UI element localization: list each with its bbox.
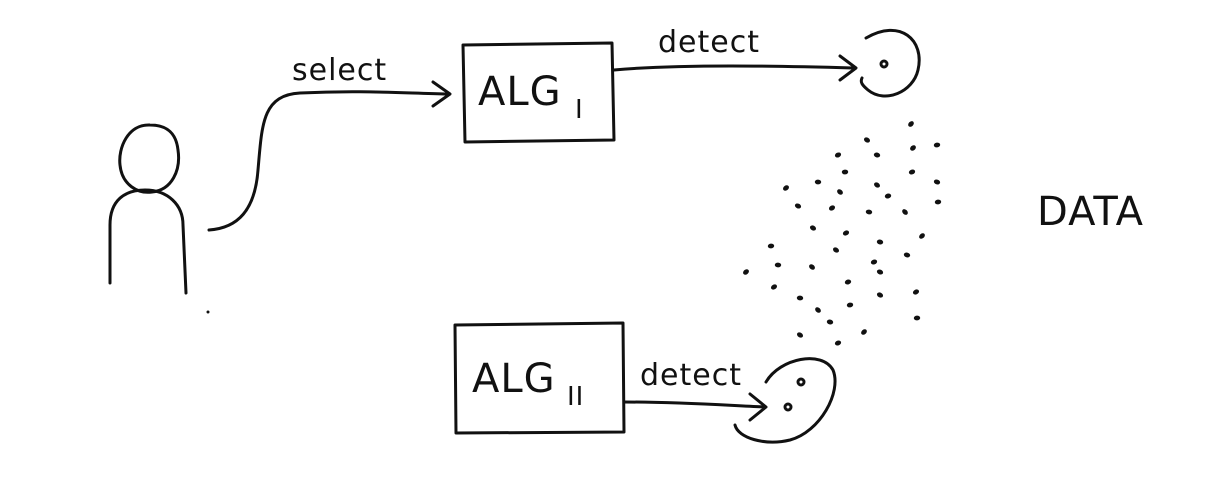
alg2-box — [453, 321, 626, 435]
data-point — [902, 209, 908, 215]
data-point — [844, 279, 852, 285]
data-point-cloud — [743, 121, 942, 346]
data-point — [933, 142, 941, 148]
data-point — [774, 262, 782, 268]
data-point — [767, 243, 775, 249]
data-point — [934, 199, 942, 205]
data-point — [873, 152, 881, 158]
data-point — [861, 329, 867, 335]
data-point — [903, 252, 911, 258]
data-point — [865, 209, 873, 215]
detect-bottom-arrow — [622, 392, 768, 422]
data-point — [910, 145, 916, 151]
data-point — [846, 302, 854, 308]
data-point — [826, 319, 834, 325]
alg1-subscript: I — [575, 95, 584, 125]
data-point — [809, 225, 817, 231]
person-figure — [108, 123, 210, 314]
alg1-label: ALG — [478, 69, 562, 115]
alg2-subscript: II — [567, 382, 584, 412]
data-point — [783, 185, 789, 191]
data-point — [913, 315, 921, 321]
data-point — [834, 340, 842, 346]
detected-cluster-top — [859, 28, 921, 98]
data-point — [837, 189, 843, 195]
data-point — [743, 269, 749, 275]
data-point — [797, 332, 803, 338]
data-point — [863, 137, 871, 143]
data-point — [796, 295, 804, 301]
data-point — [876, 269, 884, 275]
data-point — [908, 169, 916, 175]
data-point — [833, 247, 839, 253]
select-arrow — [207, 80, 452, 232]
data-point — [815, 307, 821, 313]
detect-top-label: detect — [658, 25, 760, 60]
data-point — [794, 203, 802, 209]
data-point — [933, 179, 941, 185]
data-point — [814, 179, 822, 185]
data-point — [834, 152, 842, 158]
data-point — [841, 169, 849, 175]
data-label: DATA — [1037, 189, 1144, 235]
data-point — [874, 182, 880, 188]
data-point — [828, 205, 836, 211]
select-label: select — [292, 53, 387, 88]
data-point — [919, 233, 925, 239]
data-point — [912, 289, 920, 295]
detect-bottom-label: detect — [640, 358, 742, 393]
detect-top-arrow — [612, 54, 858, 82]
data-point — [770, 284, 778, 290]
alg1-box — [461, 41, 616, 144]
data-point — [884, 193, 892, 199]
data-point — [842, 230, 850, 236]
alg2-label: ALG — [472, 356, 556, 402]
data-point — [870, 259, 878, 265]
data-point — [876, 292, 884, 298]
data-point — [908, 121, 914, 127]
data-point — [876, 239, 884, 245]
data-point — [809, 264, 815, 270]
detected-cluster-bottom — [733, 357, 837, 444]
